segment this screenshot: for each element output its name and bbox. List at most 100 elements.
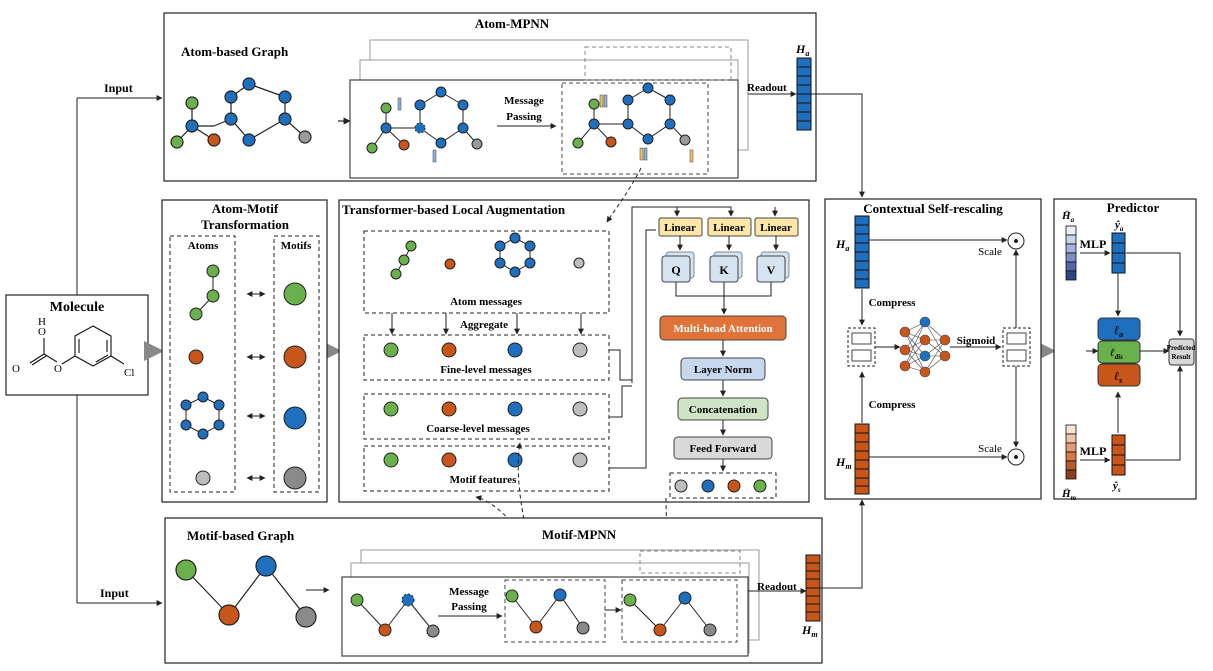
transformation-title-2: Transformation — [201, 217, 290, 232]
molecule-o-hydroxyl: O — [38, 326, 46, 338]
linear-v: Linear — [760, 222, 792, 234]
linear-boxes — [658, 217, 799, 237]
compressed-pair-right — [1002, 327, 1031, 367]
fine-level-label: Fine-level messages — [440, 364, 532, 376]
scale-ops — [1007, 232, 1025, 466]
compressed-pair-left — [847, 327, 876, 367]
loss-s-label: ℓs — [1114, 369, 1122, 385]
motif-mp-label-2: Passing — [451, 601, 487, 613]
motif-features-label: Motif features — [450, 474, 517, 486]
loss-a-label: ℓa — [1114, 323, 1123, 339]
molecule-cl: Cl — [124, 367, 134, 379]
atom-mp-label-1: Message — [504, 95, 544, 107]
concatenation-label: Concatenation — [689, 404, 757, 416]
atom-mp-small-bars — [397, 94, 694, 163]
feed-forward-label: Feed Forward — [690, 443, 757, 455]
transformation-motifs — [283, 282, 307, 490]
atom-mp-graph-right — [572, 82, 691, 149]
motif-graph — [175, 555, 317, 628]
k-label: K — [719, 263, 729, 277]
transformation-atoms — [180, 264, 225, 486]
mlp-top-label: MLP — [1080, 237, 1107, 251]
atom-messages-label: Atom messages — [450, 296, 523, 308]
molecule-o-ether: O — [54, 363, 62, 375]
loss-boxes — [1097, 317, 1141, 387]
atom-mp-graph-left — [366, 86, 483, 154]
augmentation-title: Transformer-based Local Augmentation — [342, 202, 566, 217]
motif-mpnn-panel: Motif-MPNN Motif-based Graph Message Pas… — [164, 517, 823, 664]
ya-label: ŷa — [1113, 219, 1124, 233]
self-rescaling-title: Contextual Self-rescaling — [863, 201, 1003, 216]
molecule-title: Molecule — [50, 300, 104, 315]
coarse-level-label: Coarse-level messages — [426, 423, 530, 435]
scale-top-label: Scale — [978, 246, 1002, 258]
atom-readout-label: Readout — [747, 82, 787, 94]
layer-norm-label: Layer Norm — [694, 364, 752, 376]
motifs-label: Motifs — [281, 240, 312, 252]
atom-readout-vector — [796, 57, 812, 131]
hm-vector — [854, 423, 870, 495]
atom-graph — [170, 77, 312, 149]
ha-vector — [854, 215, 870, 289]
q-label: Q — [671, 263, 680, 277]
molecule-structure — [29, 325, 125, 367]
mlp-bottom-label: MLP — [1080, 444, 1107, 458]
motif-feature-nodes — [383, 452, 588, 468]
predicted-label-1: Predicted — [1167, 344, 1196, 352]
atom-graph-title: Atom-based Graph — [181, 44, 289, 59]
ya-vector — [1111, 232, 1126, 274]
molecule-o-carbonyl: O — [12, 363, 20, 375]
transformation-title-1: Atom-Motif — [212, 201, 279, 216]
ha-bar-label: H̄a — [1061, 210, 1075, 224]
ys-label: ŷs — [1111, 480, 1121, 494]
motif-mp-label-1: Message — [449, 586, 489, 598]
motif-readout-label: Readout — [757, 581, 797, 593]
molecule-h: H — [38, 316, 46, 328]
fine-level-nodes — [383, 342, 588, 358]
atom-messages-graphs — [390, 232, 585, 280]
input-connectors — [76, 95, 163, 606]
motif-mp-graph-left — [350, 593, 440, 638]
mlp-network — [899, 316, 951, 378]
hm-bar-vector — [1065, 424, 1077, 480]
ha-label: Ha — [835, 237, 849, 253]
readout-connectors — [811, 93, 865, 589]
motif-mpnn-title: Motif-MPNN — [542, 527, 617, 542]
motif-output-label: Hm — [801, 623, 818, 639]
self-rescaling-panel: Contextual Self-rescaling Ha Hm — [824, 198, 1042, 500]
aggregate-arrows — [389, 313, 584, 335]
coarse-level-nodes — [383, 401, 588, 417]
atom-mp-label-2: Passing — [506, 111, 542, 123]
motif-mp-graph-mid — [505, 588, 590, 635]
hm-bar-label: H̄m — [1061, 488, 1077, 502]
attention-label: Multi-head Attention — [673, 323, 772, 335]
atom-mpnn-panel: Atom-MPNN Atom-based Graph — [163, 12, 817, 182]
ha-bar-vector — [1065, 225, 1077, 281]
linear-k: Linear — [713, 222, 745, 234]
compress-top-label: Compress — [869, 297, 917, 309]
predictor-panel: Predictor H̄a H̄m MLP MLP — [1053, 198, 1197, 502]
loss-dis-label: ℓdis — [1110, 347, 1123, 361]
atoms-label: Atoms — [188, 240, 219, 252]
motif-readout-vector — [805, 554, 821, 622]
motif-graph-title: Motif-based Graph — [187, 528, 295, 543]
sigmoid-label: Sigmoid — [957, 335, 996, 347]
scale-bottom-label: Scale — [978, 443, 1002, 455]
input-label-atom: Input — [104, 81, 133, 95]
augmentation-output-nodes — [674, 479, 767, 493]
v-label: V — [767, 263, 776, 277]
transformation-arrows — [246, 291, 266, 481]
hm-label: Hm — [835, 455, 852, 471]
atom-output-label: Ha — [795, 42, 809, 58]
aggregate-label: Aggregate — [460, 319, 508, 331]
motif-mp-graph-right — [623, 591, 717, 637]
augmentation-panel: Transformer-based Local Augmentation Ato… — [338, 199, 810, 503]
input-label-motif: Input — [100, 586, 129, 600]
atom-mpnn-title: Atom-MPNN — [475, 16, 550, 31]
compress-bottom-label: Compress — [869, 399, 917, 411]
transformation-panel: Atom-Motif Transformation Atoms Motifs — [161, 199, 328, 503]
ys-vector — [1111, 434, 1126, 476]
predictor-title: Predictor — [1107, 200, 1160, 215]
molecule-panel: Molecule O H O O Cl — [5, 294, 149, 396]
linear-q: Linear — [664, 222, 696, 234]
